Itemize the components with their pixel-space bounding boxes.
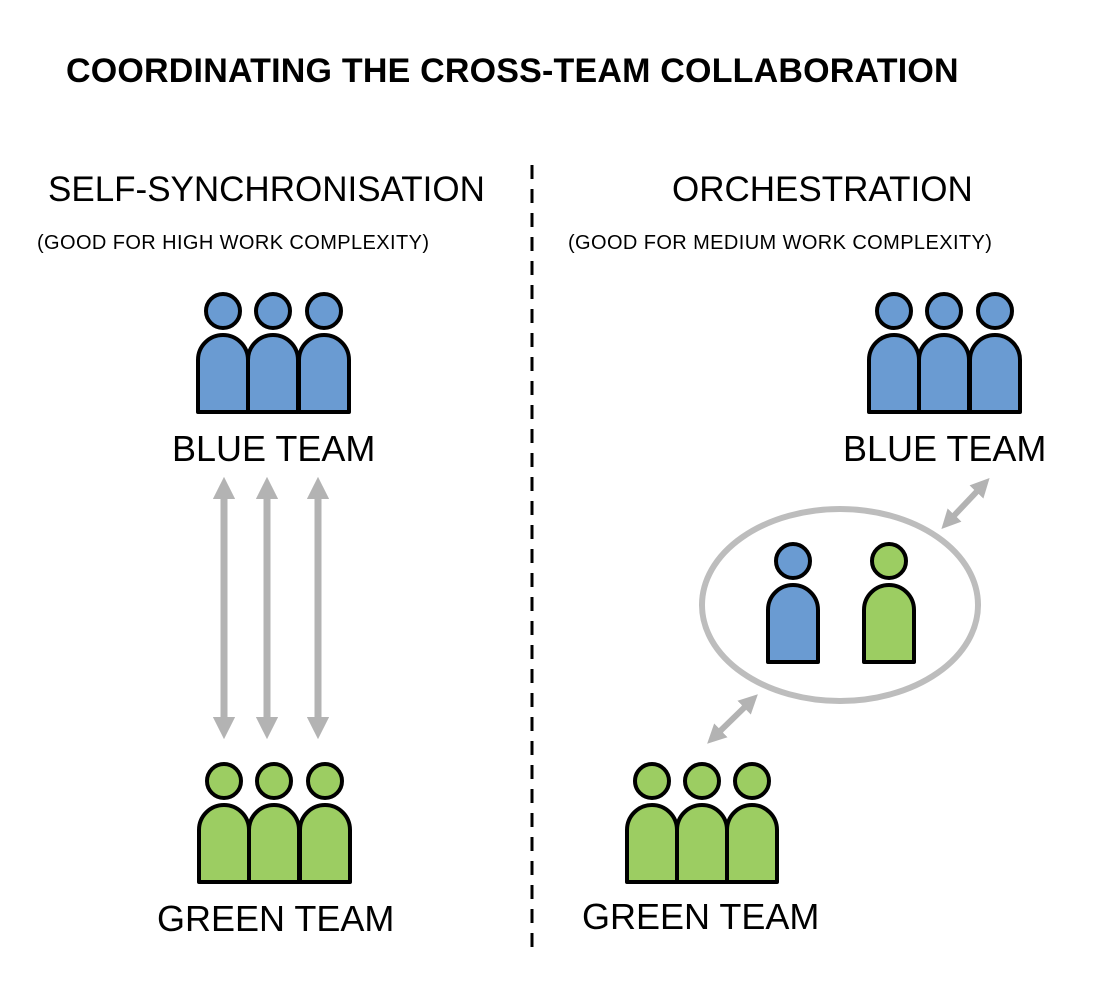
team-icon: [197, 762, 352, 884]
right-subheading: (GOOD FOR MEDIUM WORK COMPLEXITY): [568, 232, 993, 254]
right-heading: ORCHESTRATION: [672, 170, 973, 209]
right-blue-team-label: BLUE TEAM: [843, 428, 1047, 469]
page-title: COORDINATING THE CROSS-TEAM COLLABORATIO…: [66, 52, 959, 90]
team-icon: [196, 292, 351, 414]
ellipse-group-icon: [699, 506, 981, 704]
right-green-team-label: GREEN TEAM: [582, 896, 820, 937]
left-green-team-label: GREEN TEAM: [157, 898, 395, 939]
person-icon: [862, 542, 916, 664]
double-arrow-icon: [707, 478, 990, 744]
team-icon: [867, 292, 1022, 414]
team-icon: [625, 762, 779, 884]
left-heading: SELF-SYNCHRONISATION: [48, 170, 485, 209]
person-icon: [766, 542, 820, 664]
left-subheading: (GOOD FOR HIGH WORK COMPLEXITY): [37, 232, 430, 254]
left-blue-team-label: BLUE TEAM: [172, 428, 376, 469]
double-arrow-icon: [212, 476, 330, 740]
